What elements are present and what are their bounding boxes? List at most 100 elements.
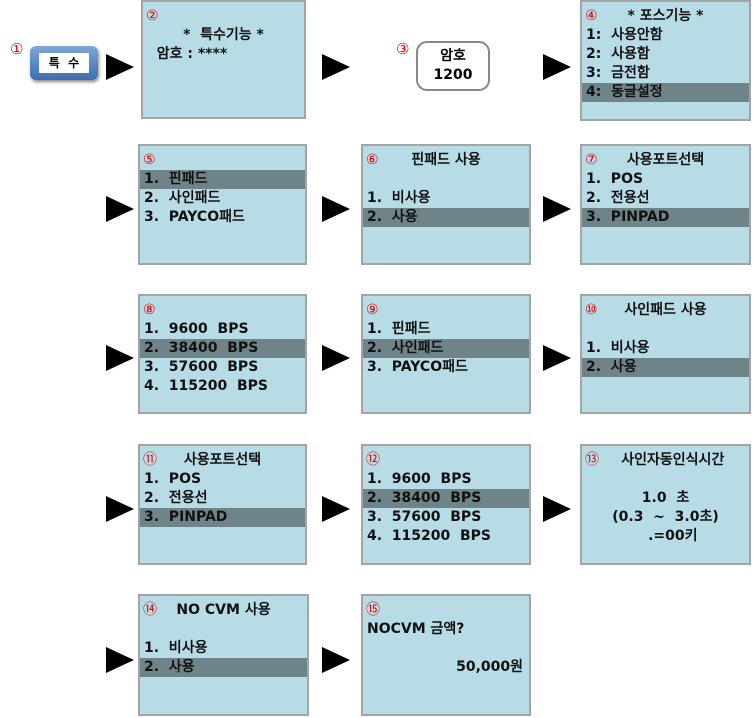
screen-line-text: 2. 38400 BPS	[367, 490, 482, 506]
selected-menu-item: 3. PINPAD	[140, 508, 305, 527]
screen-line-text: 2. 사용	[144, 659, 195, 675]
step-badge-3: ③	[396, 40, 410, 58]
terminal-screen-13: ⑬ 사인자동인식시간 1.0 초 (0.3 ~ 3.0초) .=00키	[580, 444, 751, 565]
step-badge: ④	[585, 8, 598, 24]
screen-line: 2. 전용선	[582, 189, 749, 208]
arrow-right-icon	[543, 196, 571, 222]
special-button-label: 특 수	[39, 53, 89, 73]
screen-line: 1. 9600 BPS	[140, 320, 305, 339]
screen-line-text: 1. 비사용	[144, 640, 208, 656]
terminal-screen-6: ⑥ 핀패드 사용 1. 비사용 2. 사용	[361, 144, 531, 265]
screen-line: 1. 비사용	[140, 639, 307, 658]
screen-line-text: 사용포트선택	[183, 452, 262, 468]
screen-line-text: 1. 9600 BPS	[144, 321, 249, 337]
arrow-right-icon	[322, 196, 350, 222]
screen-line-text: 2. 사인패드	[144, 190, 221, 206]
screen-line: ⑮	[363, 601, 529, 620]
screen-line-text: 2. 전용선	[586, 190, 650, 206]
special-button[interactable]: 특 수	[30, 46, 98, 80]
selected-menu-item: 4: 동글설정	[582, 83, 749, 102]
screen-line-text: 3. PAYCO패드	[144, 209, 245, 225]
screen-line-text: 1. 핀패드	[144, 171, 208, 187]
screen-line-text: 2. 사용	[367, 209, 418, 225]
terminal-screen-2: ②* 특수기능 * 암호 : ****	[141, 0, 306, 119]
arrow-right-icon	[322, 647, 350, 673]
screen-line-text: 1. 비사용	[367, 190, 431, 206]
screen-line-text: (0.3 ~ 3.0초)	[612, 509, 719, 525]
screen-line-text: 1. 핀패드	[367, 321, 431, 337]
screen-line: 3. PAYCO패드	[363, 358, 529, 377]
selected-menu-item: 2. 38400 BPS	[140, 339, 305, 358]
screen-line: 1: 사용안함	[582, 26, 749, 45]
arrow-right-icon	[322, 496, 350, 522]
screen-line: 3: 금전함	[582, 64, 749, 83]
screen-line: ⑫	[363, 451, 529, 470]
screen-line-text: 4. 115200 BPS	[367, 528, 492, 544]
screen-line-text: 3. PINPAD	[586, 209, 670, 225]
step-badge: ⑦	[585, 152, 598, 168]
screen-line: 1. POS	[582, 170, 749, 189]
screen-line-text: 사인자동인식시간	[606, 452, 725, 468]
step-badge: ⑤	[143, 152, 156, 168]
screen-line: 3. 57600 BPS	[363, 508, 529, 527]
screen-line: ⑨	[363, 301, 529, 320]
arrow-right-icon	[106, 54, 134, 80]
screen-line: 2. 사인패드	[140, 189, 305, 208]
screen-line	[363, 170, 529, 189]
screen-line: 1. 비사용	[363, 189, 529, 208]
screen-line-text: 2. 38400 BPS	[144, 340, 259, 356]
screen-line: 4. 115200 BPS	[363, 527, 529, 546]
screen-title: ④ * 포스기능 *	[582, 7, 749, 26]
screen-line: NOCVM 금액?	[363, 620, 529, 639]
step-badge: ⑬	[585, 452, 599, 468]
screen-line: 3. PAYCO패드	[140, 208, 305, 227]
arrow-right-icon	[543, 345, 571, 371]
screen-line: ②	[143, 7, 304, 26]
arrow-right-icon	[106, 345, 134, 371]
screen-line: 3. 57600 BPS	[140, 358, 305, 377]
step-badge: ⑪	[143, 452, 157, 468]
step-badge: ⑥	[366, 152, 379, 168]
screen-line-text: 핀패드 사용	[411, 152, 481, 168]
arrow-right-icon	[543, 496, 571, 522]
screen-line-text: 1. POS	[144, 471, 202, 487]
screen-line-text: 1: 사용안함	[586, 27, 663, 43]
screen-line: 1. POS	[140, 470, 305, 489]
arrow-right-icon	[543, 54, 571, 80]
arrow-right-icon	[322, 54, 350, 80]
step-badge: ⑩	[585, 302, 598, 318]
screen-line-text: * 포스기능 *	[627, 8, 704, 24]
arrow-right-icon	[106, 496, 134, 522]
password-value: 1200	[433, 67, 473, 83]
selected-menu-item: 2. 사용	[140, 658, 307, 677]
selected-menu-item: 2. 사용	[582, 358, 749, 377]
step-badge: ⑧	[143, 302, 156, 318]
screen-line: 1. 9600 BPS	[363, 470, 529, 489]
arrow-right-icon	[106, 647, 134, 673]
screen-line: .=00키	[582, 527, 749, 546]
screen-line-text: 4. 115200 BPS	[144, 378, 269, 394]
step-badge: ⑫	[366, 452, 380, 468]
screen-line	[582, 320, 749, 339]
password-input-callout: 암호 1200	[416, 41, 490, 91]
screen-line-text: 1.0 초	[641, 490, 690, 506]
screen-title: ⑥ 핀패드 사용	[363, 151, 529, 170]
screen-line-text: 3. PINPAD	[144, 509, 228, 525]
screen-line: 1. 핀패드	[363, 320, 529, 339]
screen-line-text: 1. 9600 BPS	[367, 471, 472, 487]
screen-line: ⑤	[140, 151, 305, 170]
screen-title: ⑪ 사용포트선택	[140, 451, 305, 470]
screen-line-text: 2. 사용	[586, 359, 637, 375]
arrow-right-icon	[322, 345, 350, 371]
screen-line: 암호 : ****	[143, 45, 304, 64]
